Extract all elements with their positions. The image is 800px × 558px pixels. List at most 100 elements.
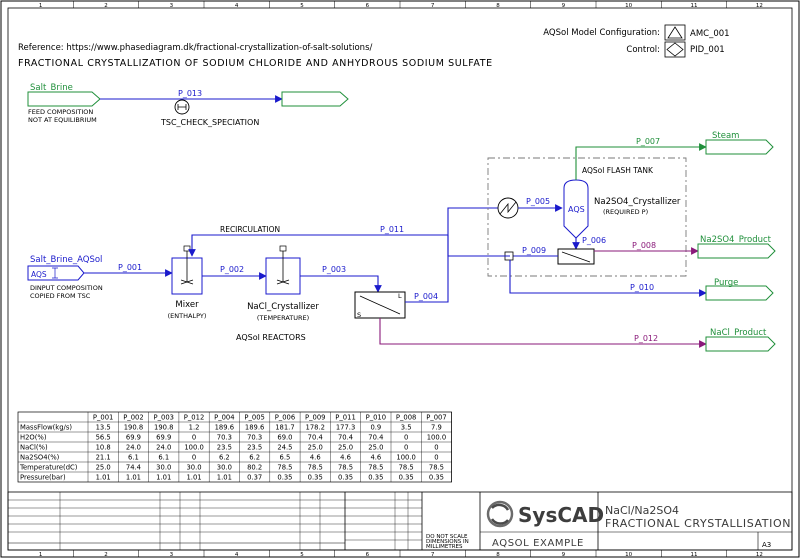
na2so4-crystallizer-label: Na2SO4_Crystallizer — [594, 197, 681, 207]
stream-table-cell: 0.35 — [429, 474, 444, 482]
salt-brine-aqsol-label: Salt_Brine_AQSol — [30, 255, 102, 265]
stream-table-cell: 189.6 — [245, 424, 264, 432]
stream-table-cell: 0.35 — [399, 474, 414, 482]
feed-note-1: FEED COMPOSITION — [28, 108, 93, 116]
stream-table-cell: 24.5 — [277, 444, 292, 452]
stream-table-cell: 24.0 — [126, 444, 141, 452]
stream-table-cell: 78.5 — [277, 464, 292, 472]
nacl-crystallizer-sublabel: (TEMPERATURE) — [257, 314, 309, 322]
model-config-value[interactable]: AMC_001 — [690, 29, 730, 39]
stream-recirculation[interactable] — [188, 234, 448, 257]
aqs-feed-icon — [52, 267, 58, 279]
p012-label: P_012 — [634, 334, 658, 343]
grid-number: 8 — [496, 552, 500, 558]
stream-table-header: P_007 — [426, 414, 446, 422]
grid-number: 7 — [431, 552, 435, 558]
stream-table-header: P_009 — [305, 414, 325, 422]
stream-p012[interactable] — [379, 318, 707, 348]
na2so4-crystallizer-vessel[interactable] — [563, 179, 589, 239]
na2so4-crystallizer-sublabel: (REQUIRED P) — [603, 208, 648, 216]
stream-table-header: P_010 — [366, 414, 386, 422]
separator-liquid-port: L — [398, 292, 402, 300]
grid-number: 6 — [366, 3, 370, 9]
stream-table-cell: 7.9 — [431, 424, 442, 432]
stream-table-cell: 189.6 — [215, 424, 234, 432]
stream-table-row-label: NaCl(%) — [20, 444, 48, 452]
stream-table-cell: 1.01 — [156, 474, 171, 482]
stream-table-cell: 23.5 — [247, 444, 262, 452]
logo-text: SysCAD — [518, 503, 604, 527]
stream-table-header: P_005 — [244, 414, 264, 422]
stream-p009[interactable] — [509, 255, 558, 262]
stream-table-header: P_012 — [184, 414, 204, 422]
p013-label: P_013 — [178, 89, 202, 98]
p013-target-tag[interactable] — [281, 91, 349, 107]
nacl-product-tag[interactable] — [705, 336, 776, 352]
mixer-label: Mixer — [175, 300, 199, 310]
stream-table-header: P_011 — [335, 414, 355, 422]
stream-table-header: P_004 — [214, 414, 234, 422]
grid-number: 11 — [691, 3, 698, 9]
stream-table-cell: 23.5 — [217, 444, 232, 452]
stream-table-cell: 21.1 — [96, 454, 111, 462]
scale-note-2: DIMENSIONS IN — [426, 539, 469, 545]
stream-table-cell: 24.0 — [156, 444, 171, 452]
control-label: Control: — [626, 45, 660, 55]
steam-label: Steam — [712, 131, 739, 141]
separator-screen — [359, 295, 401, 315]
stream-table-row-label: Temperature(dC) — [19, 464, 78, 472]
stream-table-cell: 1.01 — [126, 474, 141, 482]
p006-label: P_006 — [582, 236, 606, 245]
stream-table-cell: 25.0 — [96, 464, 111, 472]
na2so4-product-tag[interactable] — [697, 243, 776, 259]
stream-table-cell: 25.0 — [368, 444, 383, 452]
purge-product-tag[interactable] — [705, 285, 774, 301]
steam-product-tag[interactable] — [705, 139, 774, 155]
stream-table-cell: 190.8 — [124, 424, 143, 432]
stream-p003[interactable] — [300, 275, 382, 293]
stream-table-cell: 0.35 — [368, 474, 383, 482]
title-block — [7, 491, 793, 551]
recirculation-label: RECIRCULATION — [220, 225, 280, 234]
salt-brine-feed-tag[interactable] — [27, 91, 101, 107]
stream-table-cell: 178.2 — [306, 424, 325, 432]
stream-table-cell: 100.0 — [184, 444, 203, 452]
control-value[interactable]: PID_001 — [690, 45, 725, 55]
grid-number: 4 — [235, 3, 239, 9]
stream-table-header: P_006 — [275, 414, 295, 422]
stream-table-cell: 78.5 — [368, 464, 383, 472]
tsc-check-icon-glyph — [177, 104, 187, 110]
stream-table-cell: 74.4 — [126, 464, 141, 472]
stream-table-cell: 69.9 — [156, 434, 171, 442]
drawing-title-line-2: FRACTIONAL CRYSTALLISATION — [605, 517, 791, 530]
stream-p011[interactable] — [447, 235, 510, 257]
stream-table-cell: 177.3 — [336, 424, 355, 432]
stream-p007[interactable] — [575, 143, 707, 180]
p007-label: P_007 — [636, 137, 660, 146]
grid-number: 3 — [170, 552, 174, 558]
stream-table-cell: 80.2 — [247, 464, 262, 472]
stream-p005-in[interactable] — [447, 207, 498, 235]
scale-note-3: MILLIMETRES — [426, 544, 463, 550]
scale-note-1: DO NOT SCALE — [426, 534, 468, 540]
stream-table-cell: 70.4 — [338, 434, 353, 442]
grid-number: 6 — [366, 552, 370, 558]
salt-brine-label: Salt_Brine — [30, 83, 73, 93]
stream-table-cell: 6.5 — [280, 454, 291, 462]
stream-table-cell: 70.4 — [308, 434, 323, 442]
nacl-product-label: NaCl_Product — [710, 328, 767, 338]
stream-table-cell: 1.01 — [186, 474, 201, 482]
product-separator-screen — [561, 251, 591, 263]
stream-table-cell: 30.0 — [156, 464, 171, 472]
grid-number: 11 — [691, 552, 698, 558]
project-name: AQSOL EXAMPLE — [492, 538, 584, 549]
grid-number: 2 — [104, 552, 108, 558]
na2so4-vessel-tag: AQS — [568, 205, 585, 214]
diamond-icon — [666, 42, 684, 57]
stream-p010[interactable] — [509, 260, 707, 297]
salt-brine-aqsol-feed-tag[interactable] — [27, 265, 85, 281]
stream-table-cell: 78.5 — [429, 464, 444, 472]
stream-p004[interactable] — [405, 235, 449, 303]
